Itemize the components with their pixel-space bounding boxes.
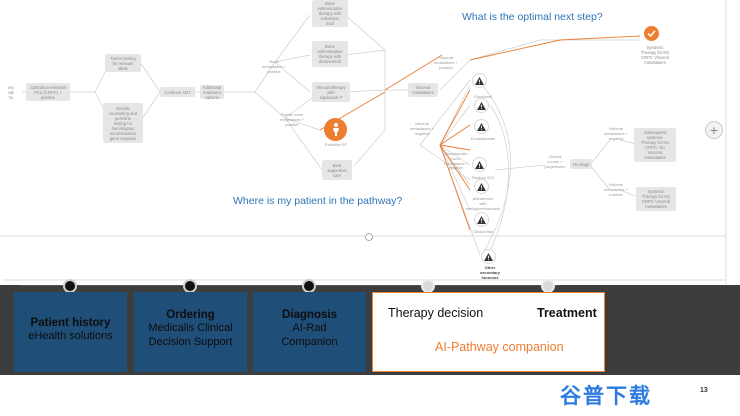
- warning-icon[interactable]: [474, 212, 489, 227]
- warning-icon[interactable]: [474, 179, 489, 194]
- label-other-hormone: Other secondary hormone: [479, 265, 500, 280]
- node-immunotherapy[interactable]: Immunotherapy with sipuleucel-T: [312, 82, 350, 102]
- check-icon[interactable]: [644, 26, 659, 41]
- label-docetaxel: Docetaxel: [474, 94, 492, 99]
- stage-title: Diagnosis: [282, 309, 337, 321]
- warning-icon[interactable]: [474, 119, 489, 134]
- warning-icon[interactable]: [481, 249, 496, 264]
- node-visceral-metastases[interactable]: Visceral metastases: [408, 83, 438, 97]
- stage-subtitle: AI-Rad Companion: [281, 322, 338, 348]
- node-best-supportive-care[interactable]: Best supportive care: [322, 160, 352, 180]
- node-genetic-counseling[interactable]: Genetic counseling and germline testing …: [103, 103, 143, 143]
- edge-label-painful-bone: Painful bone metastases + positive: [280, 112, 304, 127]
- slide-footer: 谷普下载 13: [0, 375, 740, 416]
- edge-label-clinical-course: Clinical course + progression: [544, 154, 566, 169]
- stage-dot-diagnosis[interactable]: [302, 279, 316, 293]
- node-left-cut[interactable]: ery can ta: [0, 83, 22, 101]
- stage-ordering[interactable]: Ordering Medicalis Clinical Decision Sup…: [134, 292, 247, 372]
- node-bone-antiresorptive-denosumab[interactable]: Bone antiresorptive therapy with denosum…: [312, 41, 348, 67]
- question-where-patient: Where is my patient in the pathway?: [233, 195, 403, 207]
- plus-icon[interactable]: +: [705, 121, 723, 139]
- stage-dot-therapy-decision[interactable]: [421, 279, 435, 293]
- stage-connector-line: [20, 285, 560, 286]
- node-tumor-testing[interactable]: Tumor testing for relevant allele: [105, 54, 141, 72]
- node-bone-antiresorptive-zoledronic[interactable]: Bone antiresorptive therapy with zoledro…: [312, 0, 348, 27]
- stage-dot-patient-history[interactable]: [63, 279, 77, 293]
- stage-title: Patient history: [30, 317, 111, 329]
- node-additional-treatment[interactable]: Additional treatment options: [200, 85, 224, 100]
- person-icon[interactable]: [324, 118, 347, 141]
- edge-label-visceral-positive: Visceral metastases + positive: [434, 55, 458, 70]
- edge-label-visceral-neg2: Visceral metastases + negative: [604, 126, 628, 141]
- canvas-bottom-handle: [365, 233, 373, 241]
- node-subsequent-systemic[interactable]: Subsequent systemic Therapy for M1 CRPC:…: [634, 128, 676, 162]
- label-enzalutamide: Enzalutamide: [470, 136, 496, 141]
- stage-title-treatment: Treatment: [537, 306, 597, 320]
- edge-label-visceral-negative: Visceral metastases + negative: [410, 121, 434, 136]
- warning-icon[interactable]: [474, 98, 489, 113]
- stage-dot-treatment[interactable]: [541, 279, 555, 293]
- ai-pathway-companion-label: AI-Pathway companion: [435, 340, 564, 354]
- label-palliative-rt: Palliative RT: [324, 142, 348, 147]
- question-next-step: What is the optimal next step?: [462, 11, 603, 23]
- pathway-canvas[interactable]: ery can ta Castration-resistant PCa (CRP…: [0, 0, 740, 285]
- pathway-edges: [0, 0, 727, 285]
- stage-title: Ordering: [166, 309, 215, 321]
- node-castration-resistant[interactable]: Castration-resistant PCa (CRPC) + positi…: [26, 83, 70, 101]
- node-systemic-therapy-top[interactable]: Systemic Therapy for M1 CRPC Visceral me…: [636, 44, 674, 66]
- stage-dot-ordering[interactable]: [183, 279, 197, 293]
- warning-icon[interactable]: [472, 157, 487, 172]
- label-clinical-trial: Clinical trial: [472, 229, 494, 234]
- edge-label-bone-met-positive: Bone metastases + positive: [262, 59, 286, 74]
- node-systemic-therapy-bottom[interactable]: Systemic Therapy for M1 CRPC Visceral me…: [636, 187, 676, 211]
- page-number: 13: [700, 387, 708, 394]
- edge-label-visceral-pos2: Visceral metastases + positive: [604, 182, 628, 197]
- stage-patient-history[interactable]: Patient history eHealth solutions: [14, 292, 127, 372]
- stage-title-therapy-decision: Therapy decision: [388, 306, 484, 320]
- stage-subtitle: eHealth solutions: [28, 330, 113, 342]
- node-continue-adt[interactable]: Continue ADT: [160, 87, 195, 97]
- label-abiraterone: Abiraterone with methylprednisolone: [465, 196, 501, 211]
- node-no-stage[interactable]: No stage: [570, 159, 592, 169]
- warning-icon[interactable]: [472, 73, 487, 88]
- stage-subtitle: Medicalis Clinical Decision Support: [148, 322, 233, 348]
- label-radium: Radium-223: [472, 175, 494, 180]
- stage-diagnosis[interactable]: Diagnosis AI-Rad Companion: [253, 292, 366, 372]
- stage-therapy-treatment[interactable]: Therapy decision Treatment AI-Pathway co…: [372, 292, 605, 372]
- watermark-logo: 谷普下载: [560, 384, 652, 408]
- edge-label-symptomatic: Symptomatic bone metastases + positive: [444, 151, 468, 171]
